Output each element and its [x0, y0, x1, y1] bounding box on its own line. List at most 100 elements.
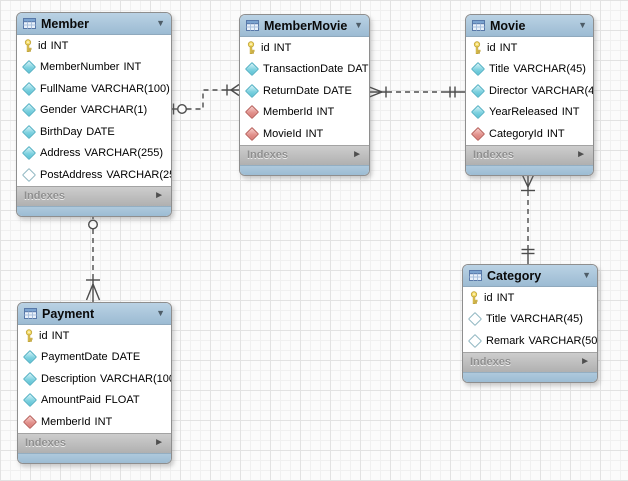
- foreign-key-icon: [244, 126, 259, 141]
- table-header[interactable]: MemberMovie▼: [240, 15, 369, 37]
- column-name: CategoryId: [489, 127, 543, 140]
- column-name: BirthDay: [40, 125, 83, 138]
- foreign-key-icon: [244, 105, 259, 120]
- column-type: VARCHAR(255): [84, 147, 164, 160]
- indexes-label: Indexes: [473, 149, 514, 161]
- column-name: id: [39, 329, 48, 342]
- table-header[interactable]: Movie ▼: [466, 15, 593, 37]
- column-name: TransactionDate: [263, 63, 344, 76]
- foreign-key-icon: [470, 126, 485, 141]
- column-type: INT: [50, 39, 69, 52]
- primary-key-icon: [471, 41, 482, 55]
- table-icon: [472, 20, 485, 31]
- table-icon: [246, 20, 259, 31]
- column-name: AmountPaid: [41, 394, 101, 407]
- table-header[interactable]: Category▼: [463, 265, 597, 287]
- expand-indexes-icon[interactable]: ►: [580, 356, 590, 367]
- table-header[interactable]: Member▼: [17, 13, 171, 35]
- column-name: MovieId: [263, 127, 302, 140]
- relationship-membermovie-movie[interactable]: [367, 85, 465, 99]
- column-name: ReturnDate: [263, 84, 320, 97]
- table-membermovie[interactable]: MemberMovie▼idINTTransactionDateDATERetu…: [239, 14, 370, 176]
- table-icon: [24, 308, 37, 319]
- column-type: DATE: [111, 351, 141, 364]
- column-notnull-icon: [22, 350, 37, 365]
- column-type: VARCHAR(1): [80, 104, 148, 117]
- column-notnull-icon: [470, 105, 485, 120]
- indexes-row[interactable]: Indexes ►: [17, 185, 171, 206]
- expand-indexes-icon[interactable]: ►: [352, 149, 362, 160]
- table-footer-cap: [240, 164, 369, 175]
- relationship-member-payment[interactable]: [85, 212, 101, 302]
- collapse-arrow-icon[interactable]: ▼: [578, 20, 587, 30]
- column-name: YearReleased: [489, 106, 558, 119]
- expand-indexes-icon[interactable]: ►: [154, 190, 164, 201]
- column-notnull-icon: [21, 124, 36, 139]
- column-type: DATE: [323, 84, 352, 97]
- column-type: INT: [499, 41, 518, 54]
- indexes-row[interactable]: Indexes►: [463, 351, 597, 372]
- table-header[interactable]: Payment ▼: [18, 303, 171, 325]
- table-title: Payment: [42, 306, 95, 321]
- collapse-arrow-icon[interactable]: ▼: [354, 20, 363, 30]
- indexes-row[interactable]: Indexes ►: [466, 144, 593, 165]
- column-name: Address: [40, 147, 81, 160]
- column-type: VARCHAR(500): [528, 334, 598, 347]
- indexes-row[interactable]: Indexes ►: [240, 144, 369, 165]
- column-name: Title: [489, 63, 510, 76]
- table-title: Movie: [490, 18, 526, 33]
- table-icon: [469, 270, 482, 281]
- collapse-arrow-icon[interactable]: ▼: [156, 308, 165, 318]
- column-type: INT: [561, 106, 580, 119]
- primary-key-icon: [245, 41, 256, 55]
- collapse-arrow-icon[interactable]: ▼: [582, 270, 591, 280]
- table-icon: [23, 18, 36, 29]
- foreign-key-icon: [22, 414, 37, 429]
- expand-indexes-icon[interactable]: ►: [576, 149, 586, 160]
- indexes-label: Indexes: [247, 149, 288, 161]
- indexes-label: Indexes: [24, 190, 65, 202]
- expand-indexes-icon[interactable]: ►: [154, 437, 164, 448]
- column-notnull-icon: [244, 62, 259, 77]
- relationship-movie-category[interactable]: [520, 171, 536, 264]
- collapse-arrow-icon[interactable]: ▼: [156, 18, 165, 28]
- column-transactiondate[interactable]: TransactionDateDATE: [240, 59, 369, 81]
- column-type: INT: [51, 329, 70, 342]
- relationship-member-membermovie[interactable]: [169, 83, 240, 115]
- column-notnull-icon: [470, 83, 485, 98]
- column-type: VARCHAR(45): [513, 63, 586, 76]
- table-footer-cap: [463, 371, 597, 382]
- column-type: INT: [496, 291, 515, 304]
- indexes-row[interactable]: Indexes►: [18, 432, 171, 453]
